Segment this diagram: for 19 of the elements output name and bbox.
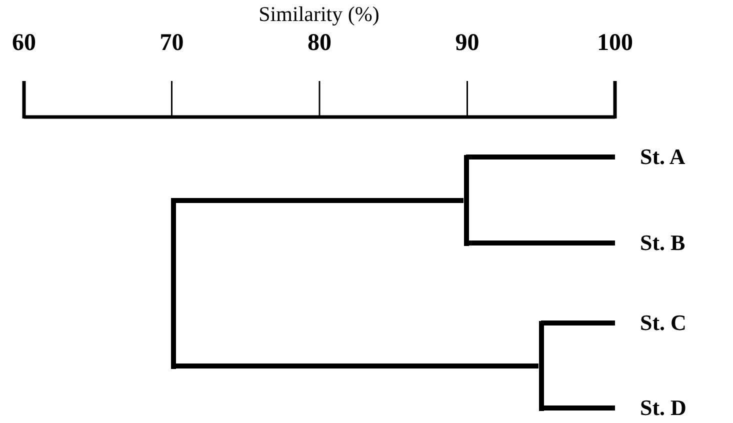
dendrogram-branch xyxy=(541,406,615,410)
dendrogram-branch xyxy=(173,364,538,368)
cluster-junction xyxy=(538,321,544,411)
strain-label: St. B xyxy=(615,229,686,257)
cluster-junction xyxy=(170,198,176,369)
dendrogram-branch xyxy=(541,320,615,326)
cluster-junction xyxy=(464,155,468,246)
dendrogram-branch xyxy=(466,240,615,246)
strain-label: St. C xyxy=(615,309,686,337)
strain-label: St. A xyxy=(615,143,686,171)
tick-label: 80 xyxy=(308,30,332,57)
dendrogram-branch xyxy=(173,198,464,203)
tick-label: 60 xyxy=(12,30,36,57)
tick-label: 70 xyxy=(160,30,184,57)
strain-label: St. D xyxy=(615,394,686,422)
axis-title: Similarity (%) xyxy=(258,2,380,27)
dendrogram-branch xyxy=(466,154,615,160)
tick-label: 90 xyxy=(455,30,480,57)
tick-label: 100 xyxy=(597,30,633,57)
